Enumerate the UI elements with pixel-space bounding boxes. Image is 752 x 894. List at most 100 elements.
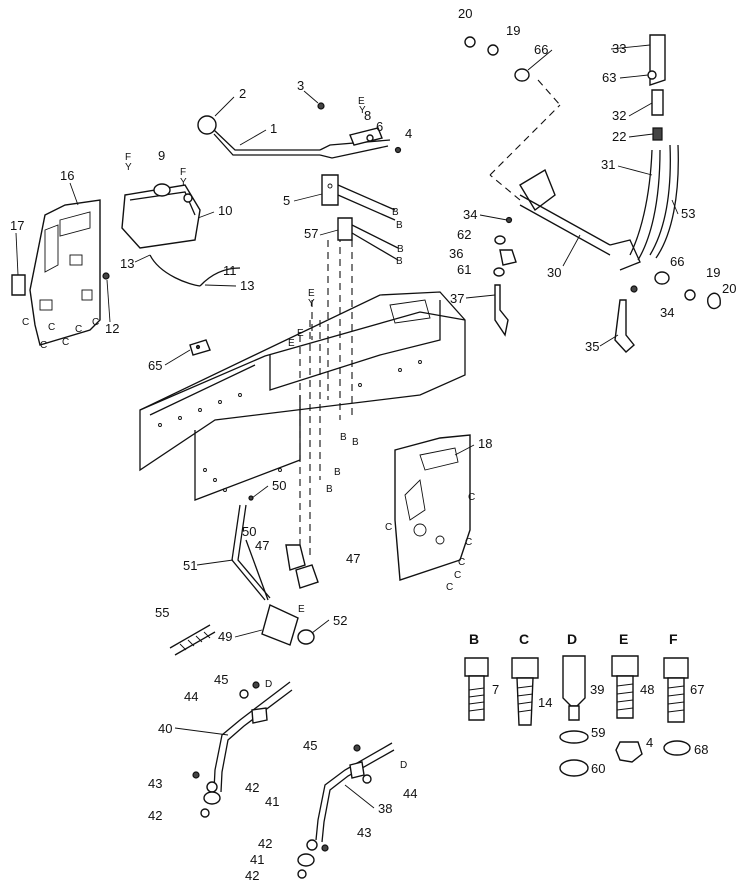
callout-42c: 42 bbox=[258, 836, 272, 851]
callout-45a: 45 bbox=[214, 672, 228, 687]
ref-c-r4: C bbox=[458, 557, 465, 568]
callout-10: 10 bbox=[218, 203, 232, 218]
assembly-guide-lines bbox=[299, 79, 561, 560]
fuel-tank bbox=[121, 183, 241, 287]
callout-43a: 43 bbox=[148, 776, 162, 791]
misc-parts bbox=[189, 339, 211, 356]
callout-66a: 66 bbox=[534, 42, 548, 57]
callout-42d: 42 bbox=[245, 868, 259, 883]
callout-36: 36 bbox=[449, 246, 463, 261]
callout-4b: 4 bbox=[646, 735, 653, 750]
callout-61: 61 bbox=[457, 262, 471, 277]
callout-62: 62 bbox=[457, 227, 471, 242]
callout-35: 35 bbox=[585, 339, 599, 354]
callout-7: 7 bbox=[492, 682, 499, 697]
callout-5: 5 bbox=[283, 193, 290, 208]
callout-44a: 44 bbox=[184, 689, 198, 704]
bolt-f bbox=[663, 657, 691, 756]
callout-66b: 66 bbox=[670, 254, 684, 269]
hardware-legend bbox=[464, 655, 691, 777]
callout-37: 37 bbox=[450, 291, 464, 306]
ref-c-r2: C bbox=[385, 522, 392, 533]
callout-34a: 34 bbox=[463, 207, 477, 222]
ref-c-r5: C bbox=[454, 570, 461, 581]
ref-y-mid1: Y bbox=[308, 298, 315, 309]
callout-42b: 42 bbox=[148, 808, 162, 823]
callout-11: 11 bbox=[223, 263, 237, 278]
callout-43b: 43 bbox=[357, 825, 371, 840]
callout-8a: 8 bbox=[364, 108, 371, 123]
callout-16: 16 bbox=[60, 168, 74, 183]
leader-lines bbox=[15, 44, 679, 809]
ref-f-tank1: F bbox=[125, 152, 131, 163]
callout-40: 40 bbox=[158, 721, 172, 736]
ref-y-top: Y bbox=[359, 105, 366, 116]
callout-65: 65 bbox=[148, 358, 162, 373]
callout-20a: 20 bbox=[458, 6, 472, 21]
legend-letter-c: C bbox=[519, 631, 529, 647]
legend-letter-e: E bbox=[619, 631, 628, 647]
callout-53: 53 bbox=[681, 206, 695, 221]
callout-42a: 42 bbox=[245, 780, 259, 795]
bolt-e bbox=[611, 655, 643, 763]
callout-51: 51 bbox=[183, 558, 197, 573]
callout-68: 68 bbox=[694, 742, 708, 757]
lever-38-assembly bbox=[297, 742, 395, 879]
ref-c-p3: C bbox=[62, 337, 69, 348]
shift-lever-assembly bbox=[197, 102, 402, 261]
callout-3: 3 bbox=[297, 78, 304, 93]
legend-letter-f: F bbox=[669, 631, 678, 647]
reference-letters: E Y F Y F Y B B B B C C C C C C E Y E E … bbox=[22, 96, 475, 771]
ref-c-r3: C bbox=[465, 537, 472, 548]
callout-63: 63 bbox=[602, 70, 616, 85]
callout-49: 49 bbox=[218, 629, 232, 644]
legend-labels: B C D E F 7 14 39 48 67 59 4 68 60 bbox=[469, 631, 708, 776]
callout-13a: 13 bbox=[120, 256, 134, 271]
right-side-panel bbox=[394, 434, 471, 581]
callout-34b: 34 bbox=[660, 305, 674, 320]
ref-y-tank1: Y bbox=[125, 162, 132, 173]
callout-41b: 41 bbox=[250, 852, 264, 867]
ref-y-tank2: Y bbox=[180, 177, 187, 188]
callout-57: 57 bbox=[304, 226, 318, 241]
callout-60: 60 bbox=[591, 761, 605, 776]
ref-b-1: B bbox=[392, 207, 399, 218]
callout-38: 38 bbox=[378, 801, 392, 816]
bolt-d bbox=[559, 655, 589, 777]
lever-40-assembly bbox=[192, 681, 293, 818]
ref-d-1: D bbox=[265, 679, 272, 690]
callout-59: 59 bbox=[591, 725, 605, 740]
callout-47b: 47 bbox=[346, 551, 360, 566]
callout-48: 48 bbox=[640, 682, 654, 697]
ref-e-mid2: E bbox=[297, 328, 304, 339]
ref-c-p5: C bbox=[92, 317, 99, 328]
ref-b-6: B bbox=[352, 437, 359, 448]
legend-letter-d: D bbox=[567, 631, 577, 647]
ref-c-r1: C bbox=[468, 492, 475, 503]
callout-50a: 50 bbox=[272, 478, 286, 493]
bolt-b bbox=[464, 657, 489, 721]
callout-1: 1 bbox=[270, 121, 277, 136]
ref-b-3: B bbox=[397, 244, 404, 255]
legend-letter-b: B bbox=[469, 631, 479, 647]
callout-18: 18 bbox=[478, 436, 492, 451]
ref-b-2: B bbox=[396, 220, 403, 231]
ref-c-p2: C bbox=[48, 322, 55, 333]
callout-20b: 20 bbox=[722, 281, 736, 296]
callout-19b: 19 bbox=[706, 265, 720, 280]
ref-b-7: B bbox=[334, 467, 341, 478]
chassis-frame bbox=[139, 291, 466, 501]
bolt-c bbox=[511, 657, 539, 726]
ref-e-top: E bbox=[358, 96, 365, 107]
ref-d-2: D bbox=[400, 760, 407, 771]
lift-lever-assembly bbox=[464, 34, 721, 353]
callout-14: 14 bbox=[538, 695, 552, 710]
ref-c-p1: C bbox=[22, 317, 29, 328]
callout-4: 4 bbox=[405, 126, 412, 141]
callout-39: 39 bbox=[590, 682, 604, 697]
callout-13b: 13 bbox=[240, 278, 254, 293]
ref-b-5: B bbox=[340, 432, 347, 443]
callout-47a: 47 bbox=[255, 538, 269, 553]
callout-52: 52 bbox=[333, 613, 347, 628]
ref-f-tank2: F bbox=[180, 167, 186, 178]
